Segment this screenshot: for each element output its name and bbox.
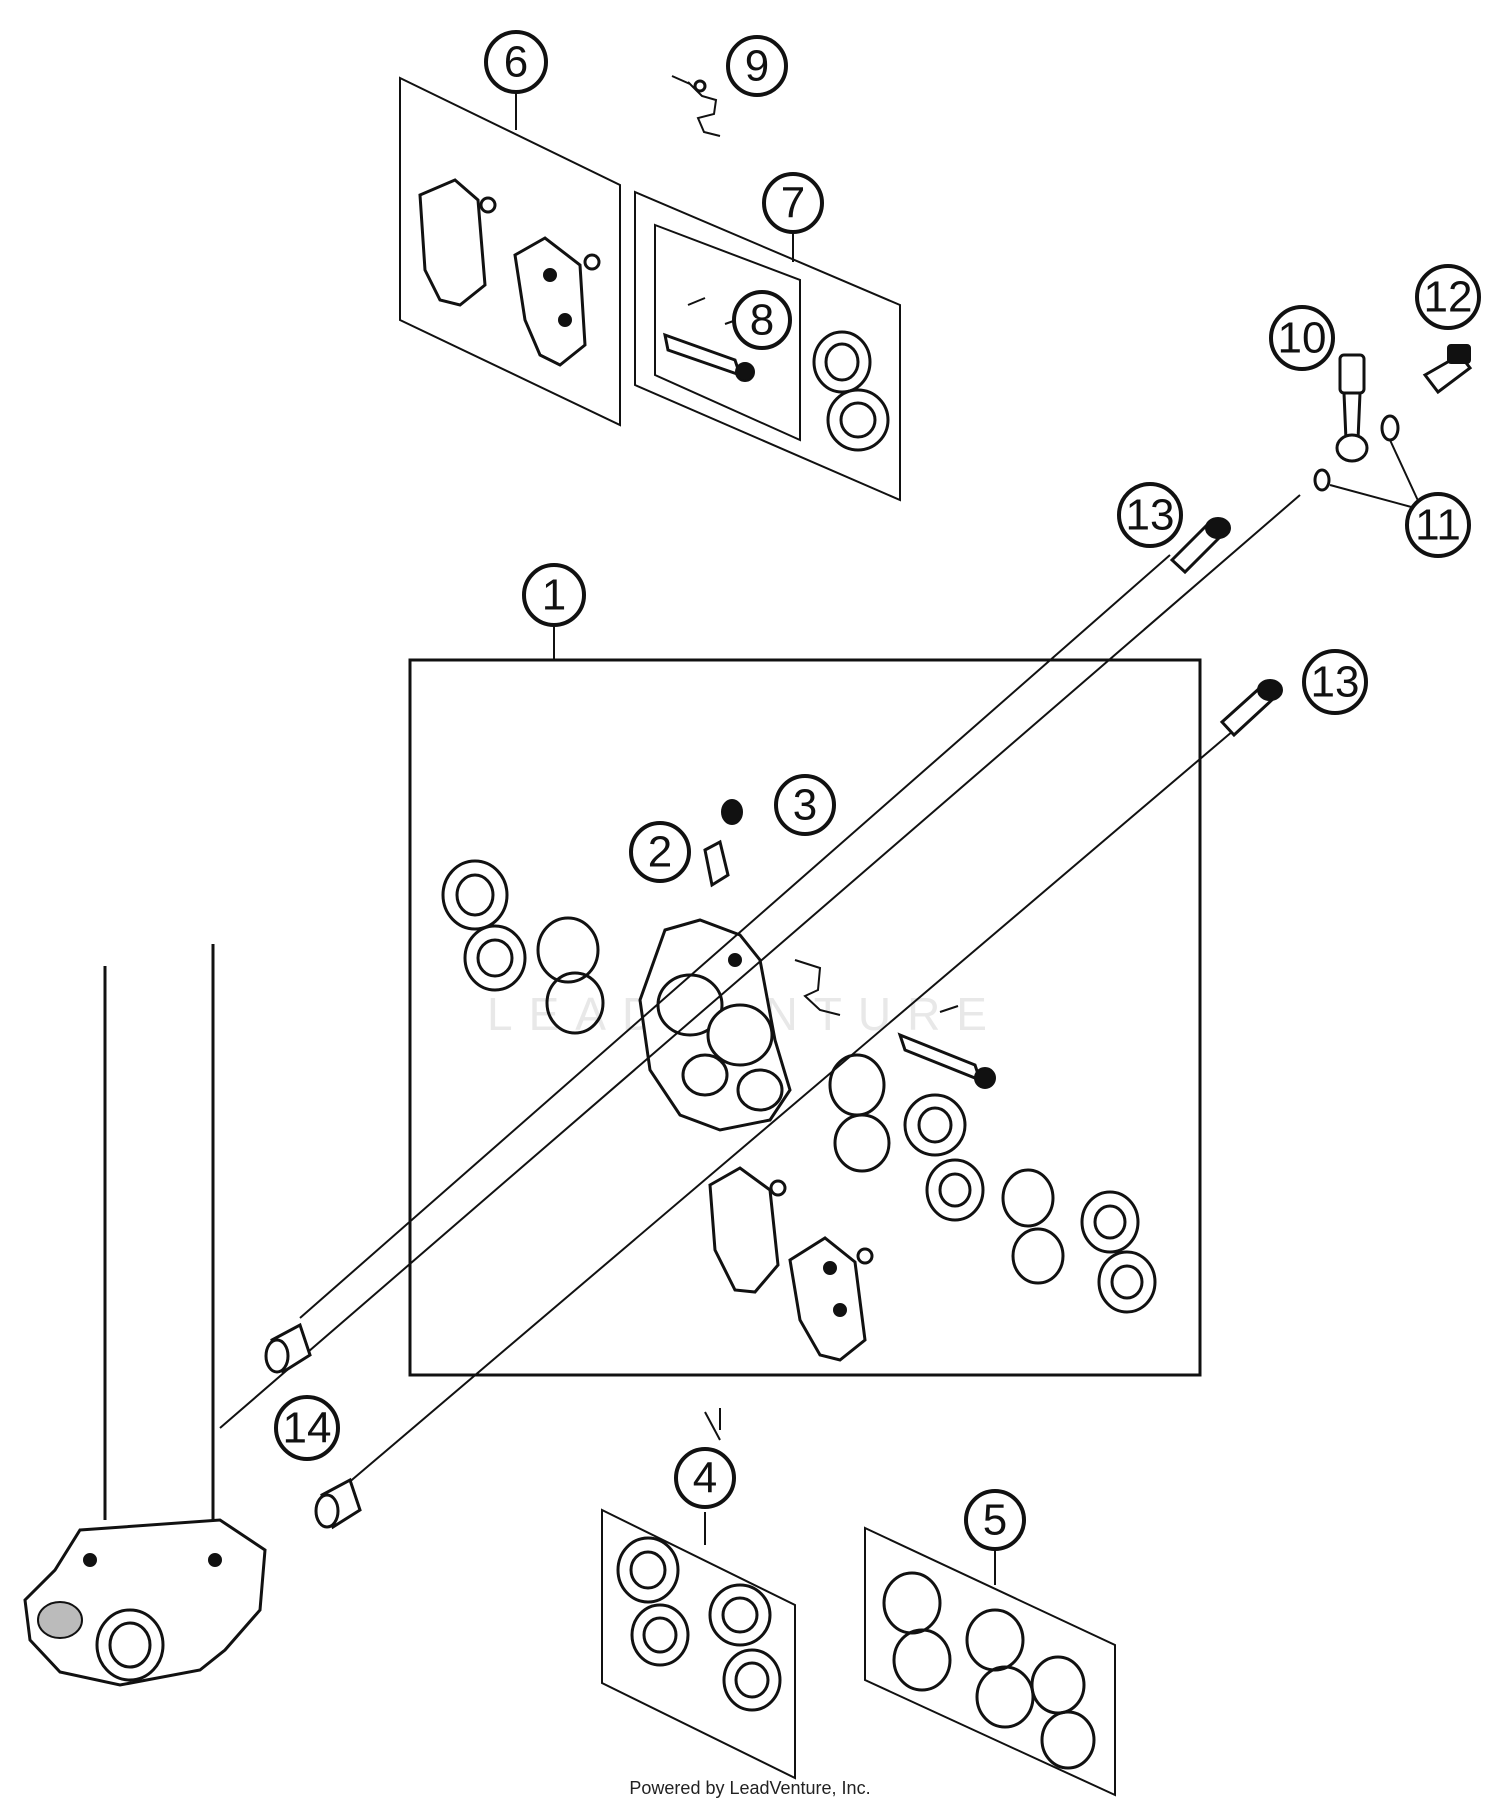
slide-pin-right: [897, 1005, 996, 1089]
part-14-spacer-lower[interactable]: [314, 1477, 362, 1530]
kit-6-brake-pads[interactable]: [399, 76, 621, 427]
svg-text:10: 10: [1278, 314, 1327, 363]
svg-text:5: 5: [983, 1496, 1007, 1545]
callout-14[interactable]: 14: [274, 1395, 340, 1461]
part-9-clip[interactable]: [671, 75, 721, 137]
caliper-pistons-right: [903, 1093, 1157, 1314]
callout-7[interactable]: 7: [762, 172, 824, 234]
powered-by-footer: Powered by LeadVenture, Inc.: [629, 1778, 871, 1798]
callout-8[interactable]: 8: [732, 290, 792, 350]
part-13-bolt-lower[interactable]: [1219, 679, 1283, 738]
callout-1[interactable]: 1: [522, 563, 586, 627]
kit-5-seal-set[interactable]: [864, 1526, 1116, 1797]
part-3-spring[interactable]: [721, 799, 743, 825]
kit-1-caliper-assembly[interactable]: [408, 658, 1202, 1377]
svg-text:14: 14: [283, 1404, 332, 1453]
callout-10[interactable]: 10: [1269, 305, 1335, 371]
caliper-seals-left: [536, 916, 605, 1035]
bolt-guide-lines: [219, 494, 1301, 1491]
fork-leg: [23, 944, 267, 1687]
callout-4[interactable]: 4: [674, 1447, 736, 1509]
callout-6[interactable]: 6: [484, 30, 548, 94]
callout-5[interactable]: 5: [964, 1489, 1026, 1551]
slide-pin: [663, 297, 755, 382]
callout-12[interactable]: 12: [1415, 264, 1481, 330]
piston-pair: [812, 330, 890, 452]
callout-13-upper[interactable]: 13: [1117, 482, 1183, 548]
svg-text:12: 12: [1424, 273, 1473, 322]
kit-8-pin-subbox: [654, 223, 801, 442]
svg-text:4: 4: [693, 1454, 717, 1503]
svg-text:9: 9: [745, 42, 769, 91]
part-12-bleeder-valve[interactable]: [1422, 344, 1473, 395]
part-10-banjo-bolt[interactable]: [1335, 353, 1369, 463]
pad-clip: [794, 959, 841, 1016]
svg-text:2: 2: [648, 828, 672, 877]
part-11-washers[interactable]: [1313, 414, 1421, 509]
kit-7-pin-and-pistons[interactable]: [634, 190, 901, 502]
caliper-body: [638, 918, 792, 1132]
caliper-seals-right: [828, 1053, 1065, 1285]
svg-text:8: 8: [750, 296, 774, 345]
caliper-pads: [708, 1166, 874, 1362]
callout-2[interactable]: 2: [629, 821, 691, 883]
callout-13-lower[interactable]: 13: [1302, 649, 1368, 715]
svg-text:7: 7: [781, 179, 805, 228]
part-13-bolt-upper[interactable]: [1169, 517, 1231, 575]
callout-11[interactable]: 11: [1405, 492, 1471, 558]
brake-pad-right: [513, 236, 601, 367]
callout-3[interactable]: 3: [774, 774, 836, 836]
part-14-spacer-upper[interactable]: [264, 1322, 312, 1375]
svg-text:13: 13: [1311, 658, 1360, 707]
brake-pad-left: [418, 178, 497, 307]
kit-4-piston-set[interactable]: [601, 1508, 796, 1780]
caliper-pistons-left: [441, 859, 527, 992]
svg-text:11: 11: [1415, 501, 1461, 550]
svg-text:3: 3: [793, 781, 817, 830]
svg-text:6: 6: [504, 38, 528, 87]
svg-text:13: 13: [1126, 491, 1175, 540]
part-2-bleeder[interactable]: [703, 839, 730, 888]
callout-9[interactable]: 9: [726, 35, 788, 97]
svg-text:1: 1: [542, 571, 566, 620]
